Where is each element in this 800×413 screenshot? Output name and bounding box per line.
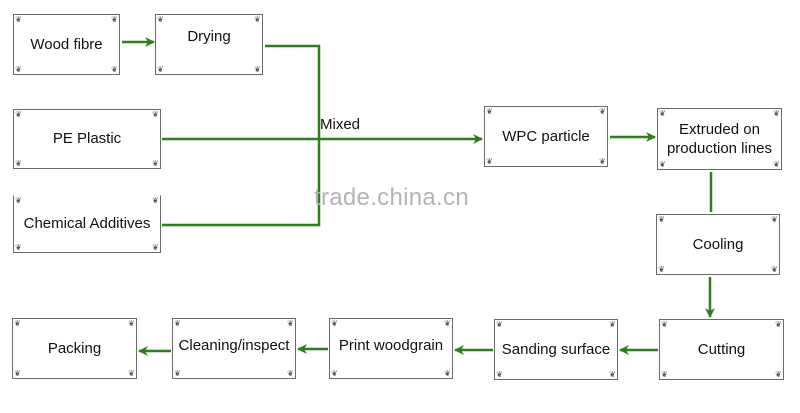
corner-ornament-icon: ❦ [486,157,493,166]
corner-ornament-icon: ❦ [157,15,164,24]
node-label: WPC particle [502,127,590,145]
node-packing: Packing ❦ ❦ ❦ ❦ [12,318,137,379]
corner-ornament-icon: ❦ [599,157,606,166]
node-wood-fibre: Wood fibre ❦ ❦ ❦ ❦ [13,14,120,75]
corner-ornament-icon: ❦ [152,196,159,205]
corner-ornament-icon: ❦ [15,243,22,252]
node-label: Extruded on production lines [666,120,773,158]
corner-ornament-icon: ❦ [152,110,159,119]
node-sanding-surface: Sanding surface ❦ ❦ ❦ ❦ [494,319,618,380]
corner-ornament-icon: ❦ [157,65,164,74]
corner-ornament-icon: ❦ [254,65,261,74]
node-label: Chemical Additives [23,215,151,233]
corner-ornament-icon: ❦ [661,370,668,379]
node-label: PE Plastic [52,130,122,148]
corner-ornament-icon: ❦ [152,243,159,252]
corner-ornament-icon: ❦ [174,369,181,378]
corner-ornament-icon: ❦ [496,370,503,379]
node-label: Cleaning/inspect [178,336,290,354]
node-cleaning-inspect: Cleaning/inspect ❦ ❦ ❦ ❦ [172,318,296,379]
corner-ornament-icon: ❦ [15,159,22,168]
corner-ornament-icon: ❦ [15,110,22,119]
corner-ornament-icon: ❦ [14,369,21,378]
corner-ornament-icon: ❦ [775,320,782,329]
corner-ornament-icon: ❦ [771,215,778,224]
corner-ornament-icon: ❦ [15,196,22,205]
corner-ornament-icon: ❦ [658,265,665,274]
junction-label-mixed: Mixed [320,116,361,133]
corner-ornament-icon: ❦ [444,319,451,328]
watermark: trade.china.cn [314,184,469,211]
node-label: Cooling [692,235,744,253]
corner-ornament-icon: ❦ [128,369,135,378]
corner-ornament-icon: ❦ [659,109,666,118]
corner-ornament-icon: ❦ [128,319,135,328]
corner-ornament-icon: ❦ [599,107,606,116]
corner-ornament-icon: ❦ [659,160,666,169]
node-label: Print woodgrain [338,336,444,354]
node-label: Sanding surface [501,340,611,358]
corner-ornament-icon: ❦ [496,320,503,329]
arrow-drying-to-wpc-particle [265,44,321,139]
node-drying: Drying ❦ ❦ ❦ ❦ [155,14,263,75]
node-wpc-particle: WPC particle ❦ ❦ ❦ ❦ [484,106,608,167]
corner-ornament-icon: ❦ [775,370,782,379]
corner-ornament-icon: ❦ [773,109,780,118]
node-label: Drying [187,27,231,45]
corner-ornament-icon: ❦ [287,319,294,328]
node-cutting: Cutting ❦ ❦ ❦ ❦ [659,319,784,380]
node-label: Wood fibre [30,35,103,53]
corner-ornament-icon: ❦ [658,215,665,224]
corner-ornament-icon: ❦ [773,160,780,169]
corner-ornament-icon: ❦ [331,369,338,378]
node-print-woodgrain: Print woodgrain❦❦❦❦ [329,318,453,379]
corner-ornament-icon: ❦ [111,65,118,74]
corner-ornament-icon: ❦ [111,15,118,24]
corner-ornament-icon: ❦ [152,159,159,168]
corner-ornament-icon: ❦ [287,369,294,378]
corner-ornament-icon: ❦ [331,319,338,328]
corner-ornament-icon: ❦ [254,15,261,24]
corner-ornament-icon: ❦ [15,65,22,74]
corner-ornament-icon: ❦ [174,319,181,328]
corner-ornament-icon: ❦ [14,319,21,328]
node-label: Cutting [697,340,746,358]
node-label: Packing [47,339,102,357]
arrow-chemical-additives-to-wpc-particle [162,139,321,227]
corner-ornament-icon: ❦ [486,107,493,116]
node-extruded-on-production-lines: Extruded on production lines❦ ❦ ❦ ❦ [657,108,782,170]
corner-ornament-icon: ❦ [609,320,616,329]
node-chemical-additives: Chemical Additives ❦ ❦ ❦ ❦ [13,195,161,253]
corner-ornament-icon: ❦ [609,370,616,379]
corner-ornament-icon: ❦ [444,369,451,378]
corner-ornament-icon: ❦ [15,15,22,24]
node-pe-plastic: PE Plastic ❦ ❦ ❦ ❦ [13,109,161,169]
corner-ornament-icon: ❦ [771,265,778,274]
corner-ornament-icon: ❦ [661,320,668,329]
node-cooling: Cooling ❦ ❦ ❦ ❦ [656,214,780,275]
